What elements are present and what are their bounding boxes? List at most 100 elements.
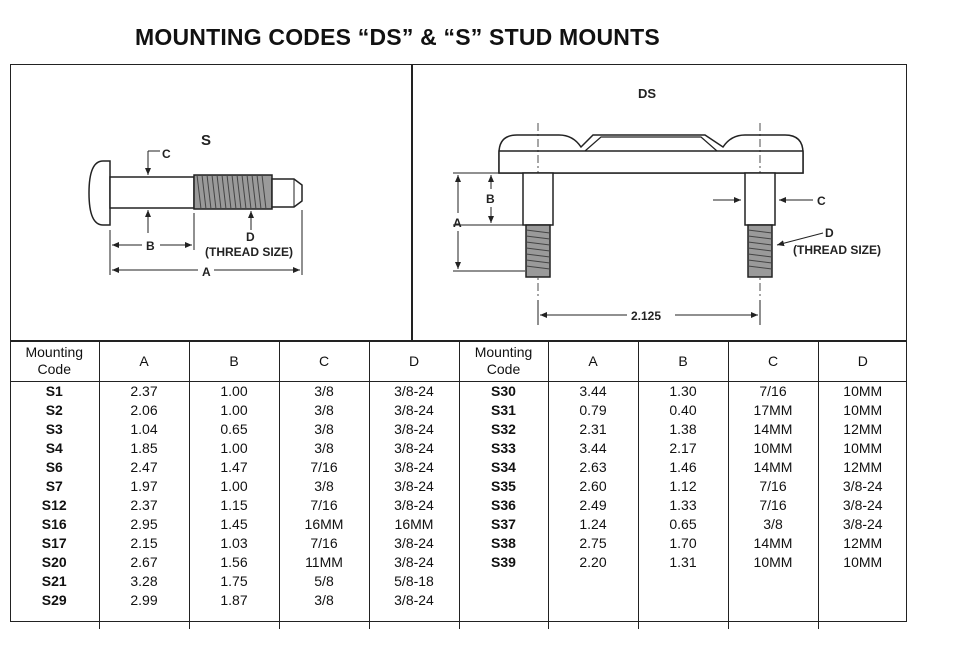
table-cell: 1.33 — [638, 496, 729, 515]
table-cell — [548, 591, 639, 610]
table-cell: 3/8-24 — [369, 381, 460, 401]
column-header: A — [548, 341, 639, 382]
table-cell: 1.15 — [189, 496, 280, 515]
mounting-code-cell: S34 — [459, 458, 549, 477]
table-cell: 1.00 — [189, 477, 280, 496]
table-divider — [10, 340, 907, 342]
table-cell: 3/8-24 — [369, 496, 460, 515]
table-cell: 1.47 — [189, 458, 280, 477]
table-cell: 0.65 — [638, 515, 729, 534]
mounting-code-cell: S2 — [10, 401, 100, 420]
table-cell: 3/8-24 — [369, 439, 460, 458]
ds-dim-b-label: B — [486, 192, 495, 206]
table-cell: 2.31 — [548, 420, 639, 439]
table-cell: 2.15 — [99, 534, 190, 553]
table-cell — [548, 572, 639, 591]
table-cell: 2.37 — [99, 496, 190, 515]
table-cell: 0.65 — [189, 420, 280, 439]
table-cell: 3.44 — [548, 381, 639, 401]
table-cell: 3/8 — [279, 401, 370, 420]
table-cell: 12MM — [843, 421, 883, 437]
table-cell: 3/8 — [279, 591, 370, 610]
table-cell: 7/16 — [728, 477, 819, 496]
mounting-code-cell: S38 — [459, 534, 549, 553]
table-cell: 3/8 — [279, 477, 370, 496]
mounting-code-cell: S33 — [459, 439, 549, 458]
column-header: D — [369, 341, 460, 382]
stud-head — [88, 160, 111, 226]
table-cell: 5/8-18 — [369, 572, 460, 591]
table-cell: 3/8 — [728, 515, 819, 534]
table-cell: 3/8-24 — [842, 516, 883, 532]
s-diagram-label: S — [201, 132, 211, 149]
mounting-code-cell: S6 — [10, 458, 100, 477]
table-cell: 2.75 — [548, 534, 639, 553]
mounting-code-cell: S17 — [10, 534, 100, 553]
mounting-code-cell: S31 — [459, 401, 549, 420]
column-header: D — [818, 341, 907, 382]
mounting-code-cell: S7 — [10, 477, 100, 496]
s-thread-note: (THREAD SIZE) — [205, 245, 293, 259]
table-cell: 7/16 — [279, 496, 370, 515]
table-cell: 16MM — [279, 515, 370, 534]
table-cell: 10MM — [843, 554, 883, 570]
s-dim-c-label: C — [162, 147, 171, 161]
column-header: C — [728, 341, 819, 382]
mounting-code-cell: S3 — [10, 420, 100, 439]
empty-cell — [728, 610, 819, 629]
ds-diagram-label: DS — [638, 86, 656, 101]
mounting-code-cell: S12 — [10, 496, 100, 515]
table-cell — [638, 572, 729, 591]
table-cell: 1.00 — [189, 401, 280, 420]
empty-cell — [369, 610, 460, 629]
table-cell: 14MM — [728, 458, 819, 477]
table-cell: 10MM — [728, 553, 819, 572]
column-header: Mounting Code — [10, 341, 100, 382]
table-cell: 7/16 — [728, 381, 819, 401]
stud-tip — [271, 178, 303, 208]
table-cell: 10MM — [843, 383, 883, 399]
empty-cell — [10, 610, 100, 629]
table-cell: 1.30 — [638, 381, 729, 401]
table-cell: 1.87 — [189, 591, 280, 610]
panel-divider — [411, 64, 413, 341]
table-cell: 2.60 — [548, 477, 639, 496]
s-stud-diagram: S C B A D (THREAD SIZE) — [88, 132, 303, 279]
table-cell: 12MM — [843, 535, 883, 551]
ds-dim-a-label: A — [453, 216, 462, 230]
mounting-code-cell: S32 — [459, 420, 549, 439]
table-cell: 14MM — [728, 420, 819, 439]
table-cell: 1.46 — [638, 458, 729, 477]
table-cell: 17MM — [728, 401, 819, 420]
stud-shank — [109, 176, 195, 209]
mounting-code-cell: S1 — [10, 381, 100, 401]
table-cell: 1.70 — [638, 534, 729, 553]
ds-dim-d-label: D — [825, 226, 834, 240]
empty-cell — [279, 610, 370, 629]
column-header: C — [279, 341, 370, 382]
ds-spacing-label: 2.125 — [631, 309, 661, 323]
s-dim-b-label: B — [146, 239, 155, 253]
table-cell: 2.49 — [548, 496, 639, 515]
table-cell: 3/8 — [279, 439, 370, 458]
table-cell: 7/16 — [728, 496, 819, 515]
table-cell: 2.47 — [99, 458, 190, 477]
table-cell: 2.17 — [638, 439, 729, 458]
table-cell: 3/8-24 — [842, 478, 883, 494]
column-header: B — [638, 341, 729, 382]
table-cell: 16MM — [369, 515, 460, 534]
mounting-code-cell: S37 — [459, 515, 549, 534]
ds-stud-diagram: DS A B C D (THREAD SIZE) 2.125 — [453, 86, 881, 325]
column-header: B — [189, 341, 280, 382]
table-cell: 7/16 — [279, 534, 370, 553]
column-header: Mounting Code — [459, 341, 549, 382]
ds-thread-note: (THREAD SIZE) — [793, 243, 881, 257]
mounting-code-cell: S21 — [10, 572, 100, 591]
